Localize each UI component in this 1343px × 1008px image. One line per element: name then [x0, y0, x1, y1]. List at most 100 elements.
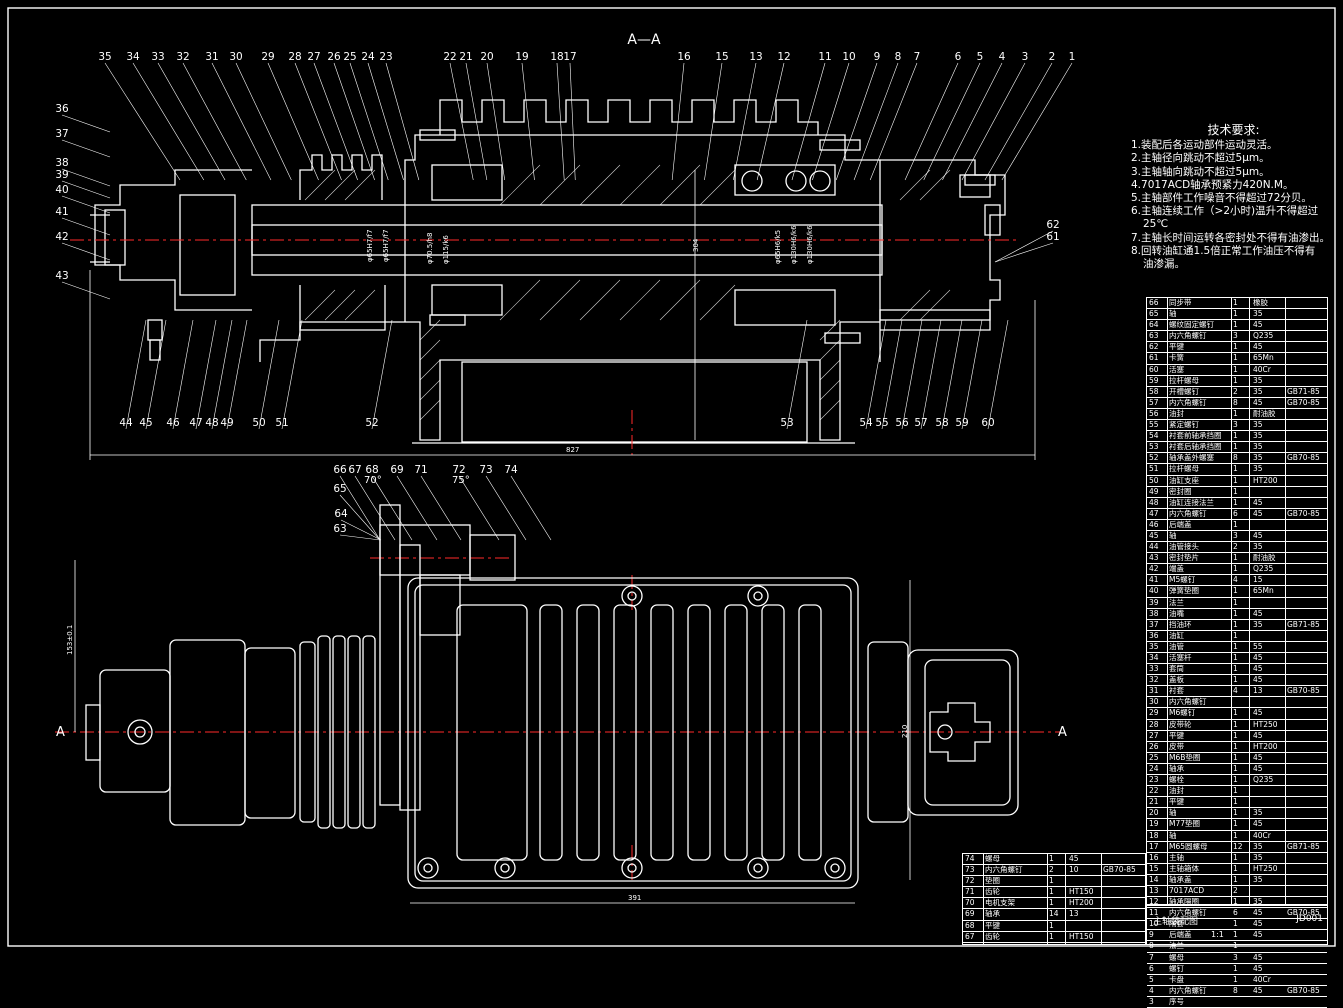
leader-12 [756, 62, 785, 181]
bom-cell: 1 [1233, 464, 1238, 474]
bom-cell: 16 [1149, 852, 1159, 862]
leader-30 [235, 62, 292, 181]
leader-8 [853, 62, 899, 181]
bom-cell: 44 [1149, 542, 1159, 552]
bom-cell: 35 [1253, 309, 1263, 319]
section-marker-left: A [56, 725, 65, 740]
callout-19: 19 [515, 51, 528, 63]
bom-cell: 35 [1253, 375, 1263, 385]
leader-44 [125, 319, 147, 430]
bom-cell: 平键 [1169, 342, 1184, 352]
bom-cell: GB70-85 [1287, 908, 1320, 918]
callout-17: 17 [563, 51, 576, 63]
callout-42: 42 [55, 231, 68, 243]
bom-cell: 1 [1233, 497, 1238, 507]
bom-cell: 18 [1149, 830, 1159, 840]
bom-cell: 8 [1233, 985, 1238, 995]
bom-cell: 2 [1049, 865, 1054, 875]
callout-55: 55 [875, 417, 888, 429]
dimension-lines [74, 170, 1036, 904]
bom-cell: 轴承隔圈 [1169, 897, 1199, 907]
bom-cell: 11 [1149, 908, 1159, 918]
callout-40: 40 [55, 184, 68, 196]
bom-cell: 序号 [1169, 996, 1184, 1006]
callout-63: 63 [333, 523, 346, 535]
bom-cell: 45 [1253, 530, 1263, 540]
leader-68 [371, 475, 413, 541]
dim-fit-1: φ65H7/f7 [366, 229, 374, 262]
bom-cell: M6B垫圈 [1169, 752, 1201, 762]
bom-cell: 20 [1149, 808, 1159, 818]
leader-38 [61, 168, 111, 187]
bom-cell: 37 [1149, 619, 1159, 629]
bom-cell: 15 [1149, 863, 1159, 873]
callout-10: 10 [842, 51, 855, 63]
bom-cell: 40 [1149, 586, 1159, 596]
bom-cell: 1 [1233, 553, 1238, 563]
bom-cell: 8 [1149, 941, 1154, 951]
bom-cell: 61 [1149, 353, 1159, 363]
callout-49: 49 [220, 417, 233, 429]
bom-cell: M6螺钉 [1169, 708, 1196, 718]
callout-53: 53 [780, 417, 793, 429]
bom-cell: 45 [1253, 763, 1263, 773]
drawing-title: 主轴装配图 [1153, 917, 1199, 927]
bom-cell: 油缸 [1169, 630, 1184, 640]
technical-requirements: 技术要求: 1.装配后各运动部件运动灵活。2.主轴径向跳动不超过5μm。3.主轴… [1131, 123, 1336, 271]
bom-cell: 油嘴 [1169, 608, 1184, 618]
leader-40 [61, 195, 111, 214]
bom-cell: 衬套 [1169, 686, 1184, 696]
callout-29: 29 [261, 51, 274, 63]
bom-cell: 1 [1233, 874, 1238, 884]
bom-column-divider [1101, 854, 1102, 944]
bom-cell: 34 [1149, 653, 1159, 662]
bom-cell: 53 [1149, 442, 1159, 452]
bom-cell: 1 [1233, 752, 1238, 762]
bom-cell: 轴 [1169, 830, 1177, 840]
bom-cell: 后端盖 [1169, 930, 1192, 940]
bom-cell: 68 [965, 920, 975, 930]
bom-cell: 63 [1149, 331, 1159, 341]
bom-cell: 45 [1253, 963, 1263, 973]
callout-21: 21 [459, 51, 472, 63]
callout-18: 18 [550, 51, 563, 63]
bom-cell: 1 [1233, 309, 1238, 319]
bom-cell: 拉杆螺母 [1169, 464, 1199, 474]
bom-cell: 45 [1253, 397, 1263, 407]
callout-24: 24 [361, 51, 375, 63]
bom-cell: Q235 [1253, 564, 1274, 574]
bom-cell: 21 [1149, 797, 1159, 807]
bom-cell: 轴 [1169, 309, 1177, 319]
bom-cell: 轴承盖 [1169, 874, 1192, 884]
bom-cell: 1 [1233, 963, 1238, 973]
callout-74: 74 [504, 464, 518, 476]
bom-cell: 40Cr [1253, 830, 1271, 840]
callout-43: 43 [55, 270, 68, 282]
bom-cell: 2 [1233, 885, 1238, 895]
bom-cell: GB70-85 [1287, 985, 1320, 995]
bom-cell: HT200 [1069, 898, 1094, 908]
bom-cell: 内六角螺钉 [1169, 697, 1207, 707]
bom-cell: 1 [1233, 475, 1238, 485]
bom-column-divider [983, 854, 984, 944]
leader-11 [791, 62, 826, 181]
bom-cell: 45 [1253, 708, 1263, 718]
callout-30: 30 [229, 51, 242, 63]
leader-60 [987, 319, 1009, 430]
callout-48: 48 [205, 417, 218, 429]
bom-cell: 28 [1149, 719, 1159, 729]
leader-52 [371, 319, 393, 430]
bom-cell: 1 [1233, 597, 1238, 607]
